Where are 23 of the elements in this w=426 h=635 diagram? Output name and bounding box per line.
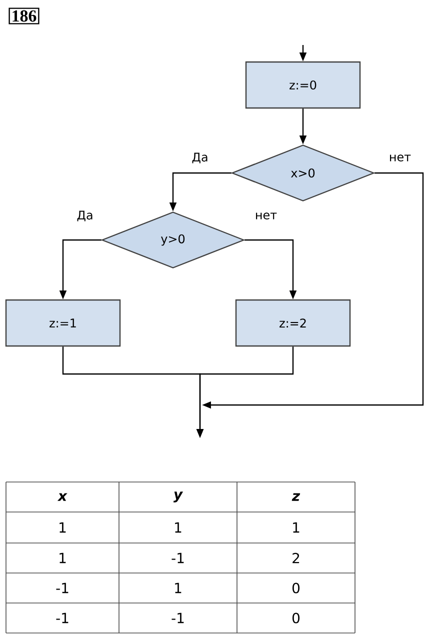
table-cell: -1 [172, 612, 184, 624]
table-cell: -1 [172, 552, 184, 564]
column-header: y [173, 492, 184, 502]
table-cell: 1 [175, 522, 182, 533]
process-box: z:=2 [235, 299, 351, 347]
edge-label: Да [76, 210, 94, 222]
table-cell: 1 [60, 522, 66, 533]
process-box: z:=0 [245, 61, 361, 109]
table-cell: 1 [60, 552, 66, 564]
edge-label: нет [388, 154, 412, 162]
table-cell: 0 [292, 582, 300, 594]
table-cell: -1 [56, 612, 68, 624]
column-header: z [292, 493, 300, 501]
table-cell: -1 [56, 582, 68, 594]
table-cell: 1 [175, 582, 182, 594]
table-cell: 1 [293, 522, 300, 533]
column-header: x [57, 493, 68, 501]
edge-label: Да [190, 152, 210, 164]
edge-label: нет [254, 212, 278, 220]
task-number: 186 [8, 8, 40, 24]
table-cell: 2 [292, 552, 300, 564]
process-box: z:=1 [5, 299, 121, 347]
table-cell: 0 [292, 612, 300, 624]
